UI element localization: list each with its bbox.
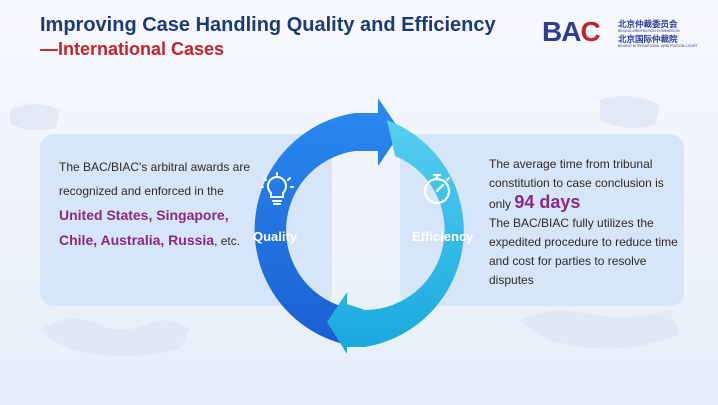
logo-mark: BAC [542,16,601,48]
left-outro: , etc. [214,234,241,248]
left-panel-text: The BAC/BIAC's arbitral awards are recog… [59,155,255,253]
clock-icon [423,173,451,205]
page-subtitle: —International Cases [40,39,225,59]
logo-cn-line2: 北京国际仲裁院 [618,34,678,44]
right-text-1: The average time from tribunal constitut… [489,157,664,211]
right-panel-text: The average time from tribunal constitut… [489,155,679,290]
logo-mark-right: C [580,16,600,47]
quality-arc [254,98,401,347]
countries-highlight: United States, Singapore, Chile, Austral… [59,207,229,248]
logo-mark-left: BA [542,16,581,47]
bac-logo: BAC 北京仲裁委员会 BEIJING ARBITRATION COMMISSI… [542,16,698,50]
logo-en-line2: BEIJING INTERNATIONAL ARBITRATION COURT [618,44,698,48]
efficiency-label: Efficiency [412,229,474,244]
page-title: Improving Case Handling Quality and Effi… [40,14,496,36]
logo-cn-line1: 北京仲裁委员会 [618,19,678,29]
quality-label: Quality [253,229,298,244]
left-intro: The BAC/BIAC's arbitral awards are recog… [59,160,251,198]
right-para-1: The average time from tribunal constitut… [489,155,679,214]
lightbulb-icon [260,172,294,205]
cycle-diagram [254,98,464,354]
right-text-2: The BAC/BIAC fully utilizes the expedite… [489,216,678,287]
efficiency-arc [327,120,464,354]
logo-en-line1: BEIJING ARBITRATION COMMISSION [618,29,680,33]
logo-text: 北京仲裁委员会 BEIJING ARBITRATION COMMISSION 北… [618,19,698,49]
days-highlight: 94 days [514,192,581,212]
